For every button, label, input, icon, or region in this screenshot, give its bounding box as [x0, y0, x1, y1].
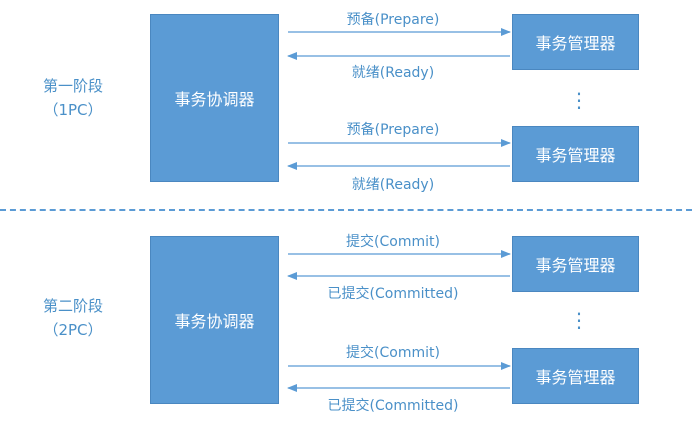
phase2-rm-top-box: 事务管理器	[512, 236, 639, 292]
phase2-rm-bottom-box: 事务管理器	[512, 348, 639, 404]
phase2-msg-committed-bottom: 已提交(Committed)	[327, 398, 459, 414]
phase1-msg-prepare-bottom: 预备(Prepare)	[346, 122, 440, 138]
phase2-msg-commit-bottom: 提交(Commit)	[346, 345, 440, 361]
phase2-msg-committed-top: 已提交(Committed)	[327, 286, 459, 302]
phase2-label: 第二阶段 （2PC）	[18, 294, 128, 342]
phase1-coordinator-box: 事务协调器	[150, 14, 279, 182]
phase1-msg-ready-bottom: 就绪(Ready)	[351, 177, 435, 193]
phase1-rm-top-box: 事务管理器	[512, 14, 639, 70]
phase2-label-title: 第二阶段	[42, 297, 103, 315]
phase-divider	[0, 209, 692, 211]
phase2-label-subtitle: （2PC）	[43, 321, 103, 339]
phase2-msg-commit-top: 提交(Commit)	[346, 234, 440, 250]
phase1-label-title: 第一阶段	[42, 77, 103, 95]
phase2-coordinator-box: 事务协调器	[150, 236, 279, 404]
phase1-label-subtitle: （1PC）	[43, 101, 103, 119]
phase1-msg-ready-top: 就绪(Ready)	[351, 65, 435, 81]
phase1-label: 第一阶段 （1PC）	[18, 74, 128, 122]
phase1-rm-bottom-box: 事务管理器	[512, 126, 639, 182]
phase1-msg-prepare-top: 预备(Prepare)	[346, 12, 440, 28]
